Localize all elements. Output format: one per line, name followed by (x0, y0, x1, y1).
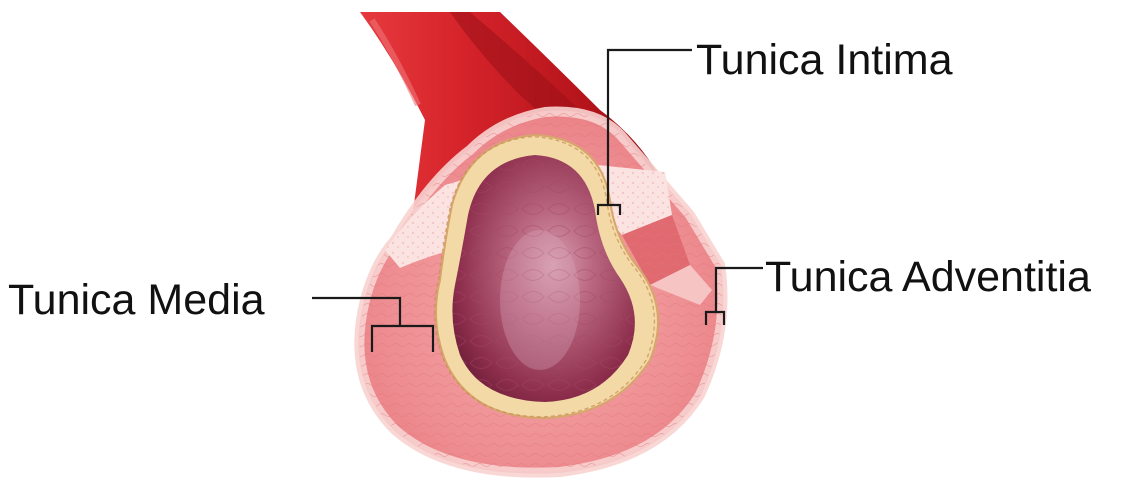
label-tunica-intima: Tunica Intima (696, 36, 953, 84)
label-tunica-media: Tunica Media (8, 276, 265, 324)
vessel-cross-section (359, 112, 722, 473)
label-tunica-adventitia: Tunica Adventitia (765, 253, 1091, 301)
